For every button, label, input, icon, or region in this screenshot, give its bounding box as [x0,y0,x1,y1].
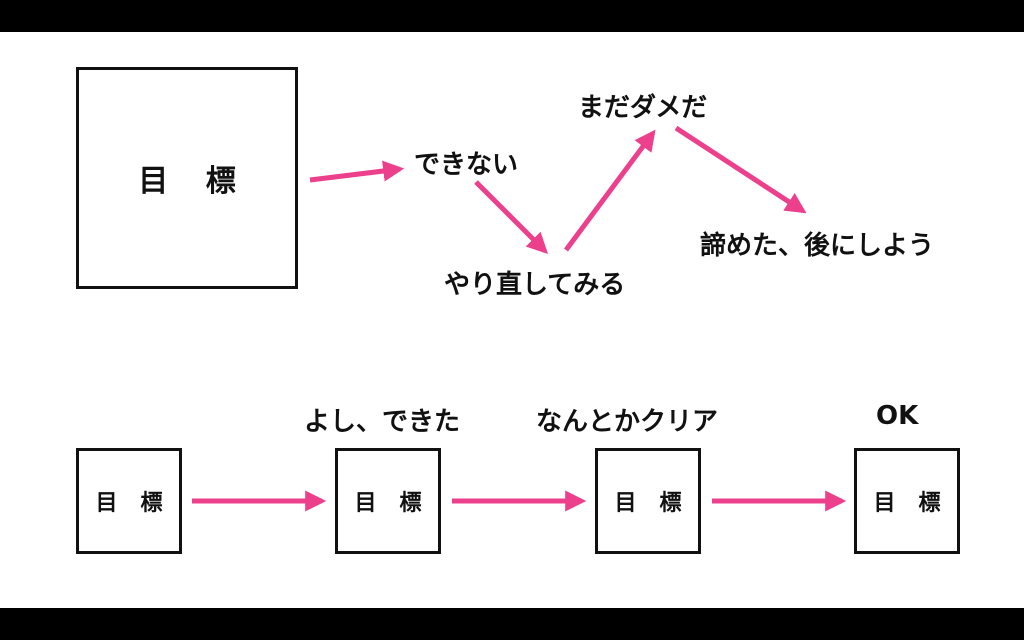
goal-box-4: 目 標 [854,448,960,554]
arrow-goal-to-dekinai [309,160,405,183]
goal-box-large-label: 目 標 [138,164,250,199]
step-dekinai: できない [414,150,519,180]
goal-box-2-label: 目 標 [354,491,430,516]
goal-box-4-label: 目 標 [873,491,949,516]
goal-box-large: 目 標 [76,67,298,289]
arrows-layer [192,125,847,512]
step-yarinaoshi: やり直してみる [444,270,626,300]
goal-box-3-label: 目 標 [614,491,690,516]
goal-box-3: 目 標 [595,448,701,554]
goal-box-1-label: 目 標 [95,491,171,516]
caption-nantoka-clear: なんとかクリア [536,407,719,437]
step-madadame: まだダメだ [578,93,708,123]
step-akirameta: 諦めた、後にしよう [700,231,935,261]
slide: 目 標 できない やり直してみる まだダメだ 諦めた、後にしよう よし、できた … [0,32,1024,608]
caption-yoshi-dekita: よし、できた [304,407,461,437]
arrow-madadame-to-akirameta [674,125,807,214]
arrow-yarinaoshi-to-madadame [563,129,656,252]
caption-ok: OK [876,401,919,431]
goal-box-1: 目 標 [76,448,182,554]
goal-box-2: 目 標 [335,448,441,554]
arrow-dekinai-to-yarinaoshi [474,180,548,254]
